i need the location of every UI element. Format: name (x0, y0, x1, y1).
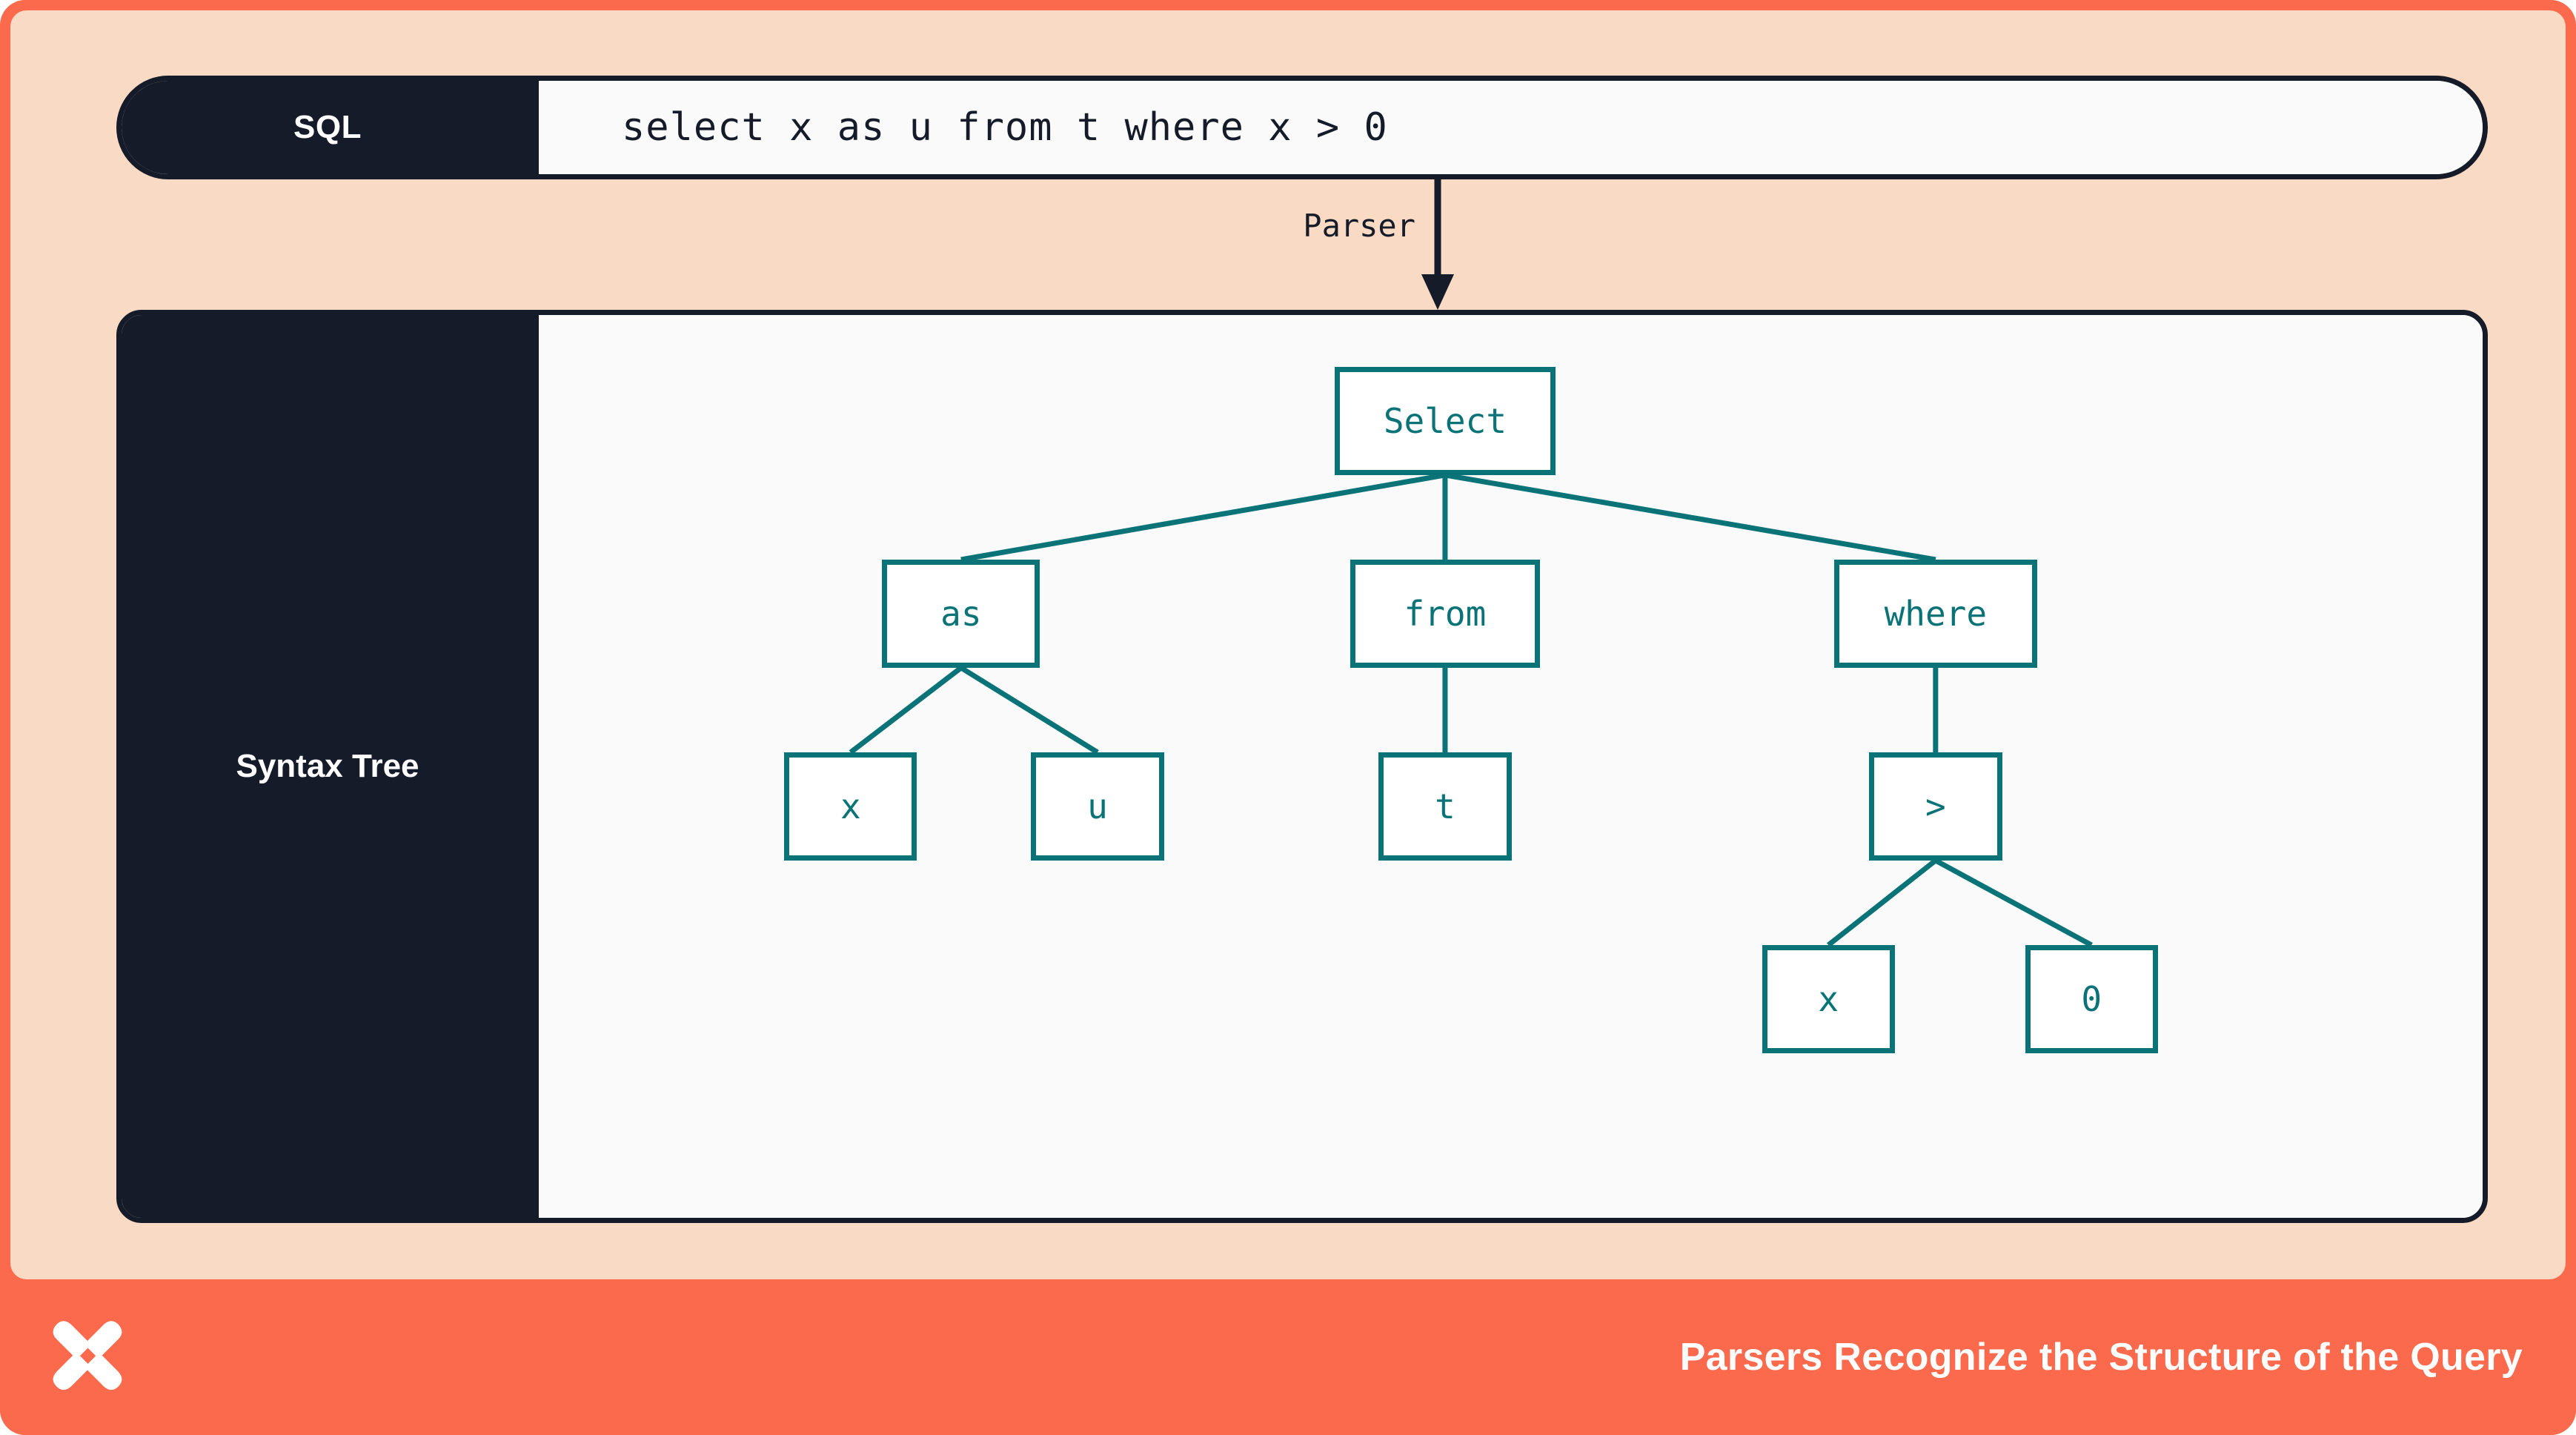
tree-node-x1: x (784, 752, 917, 861)
tree-edge-select-as (960, 472, 1446, 563)
tree-node-from: from (1350, 560, 1540, 668)
x-star-logo-icon (53, 1321, 122, 1391)
syntax-tree-panel: Syntax Tree Select as from where x u t > x 0 (116, 310, 2488, 1223)
tree-node-zero: 0 (2025, 945, 2158, 1053)
parser-label: Parser (1303, 208, 1415, 244)
tree-node-where: where (1834, 560, 2037, 668)
parser-arrow-group: Parser (1270, 179, 1641, 313)
sql-row: SQL select x as u from t where x > 0 (116, 76, 2488, 179)
tree-node-u: u (1031, 752, 1164, 861)
sql-query-text: select x as u from t where x > 0 (539, 81, 2483, 174)
tree-edge-as-x1 (849, 666, 963, 755)
parser-down-arrow-icon (1421, 179, 1454, 310)
syntax-tree-edges (849, 472, 2093, 948)
footer-tagline: Parsers Recognize the Structure of the Q… (1679, 1336, 2523, 1379)
tree-edge-gt-zero (1934, 858, 2093, 948)
tree-edge-select-where (1444, 472, 1936, 563)
tree-edge-gt-x2 (1827, 858, 1938, 947)
tree-node-gt: > (1869, 752, 2002, 861)
footer-bar: Parsers Recognize the Structure of the Q… (0, 1279, 2576, 1435)
tree-edge-as-u (959, 665, 1099, 755)
slide-stage: SQL select x as u from t where x > 0 Par… (10, 10, 2566, 1279)
syntax-tree-canvas: Select as from where x u t > x 0 (539, 315, 2483, 1218)
sql-row-label: SQL (122, 81, 539, 174)
tree-node-select: Select (1334, 367, 1556, 475)
tree-node-t: t (1378, 752, 1512, 861)
syntax-tree-panel-label: Syntax Tree (122, 315, 539, 1218)
tree-node-as: as (882, 560, 1040, 668)
tree-node-x2: x (1762, 945, 1895, 1053)
